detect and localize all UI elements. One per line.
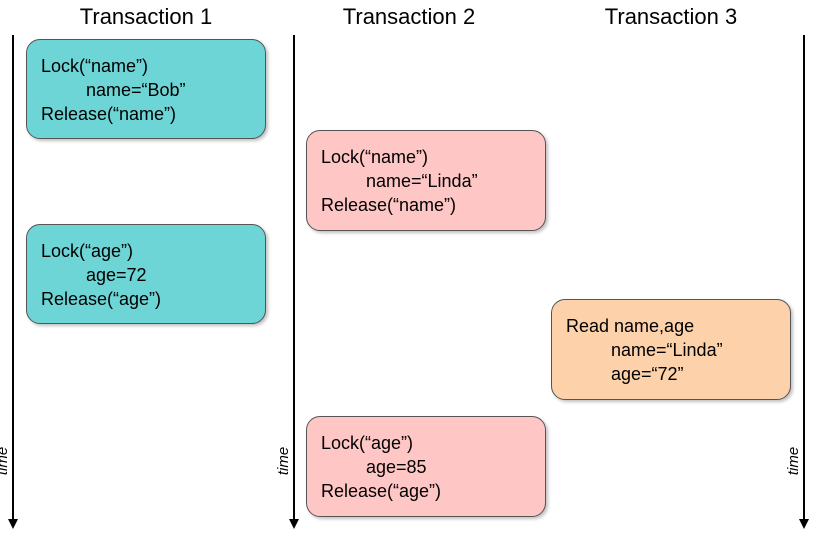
box-line: Release(“name”) [321, 195, 457, 215]
time-axis-1 [12, 35, 14, 522]
box-line: Release(“age”) [321, 481, 442, 501]
time-axis-3-label: time [785, 446, 802, 476]
box-line: Lock(“name”) [41, 56, 149, 76]
transaction-3-read-box: Read name,age name=“Linda” age=“72” [551, 299, 791, 400]
time-axis-3-arrow-icon [799, 519, 809, 529]
transaction-2-age-write-box: Lock(“age”) age=85 Release(“age”) [306, 416, 546, 517]
box-line: name=“Linda” [366, 171, 478, 191]
box-line: Lock(“age”) [41, 241, 134, 261]
transaction-2-name-write-box: Lock(“name”) name=“Linda” Release(“name”… [306, 130, 546, 231]
box-line: Lock(“name”) [321, 147, 429, 167]
box-line: name=“Bob” [86, 80, 186, 100]
transaction-3-title: Transaction 3 [604, 4, 738, 29]
transaction-1-title: Transaction 1 [79, 4, 213, 29]
box-line: name=“Linda” [611, 340, 723, 360]
box-line: Release(“name”) [41, 104, 177, 124]
box-line: Lock(“age”) [321, 433, 414, 453]
time-axis-2-arrow-icon [289, 519, 299, 529]
transaction-1-age-write-box: Lock(“age”) age=72 Release(“age”) [26, 224, 266, 324]
time-axis-1-arrow-icon [8, 519, 18, 529]
time-axis-3 [803, 35, 805, 522]
transaction-1-name-write-box: Lock(“name”) name=“Bob” Release(“name”) [26, 39, 266, 139]
time-axis-2 [293, 35, 295, 522]
box-line: Release(“age”) [41, 289, 162, 309]
time-axis-1-label: time [0, 446, 11, 476]
box-line: age=“72” [611, 364, 684, 384]
box-line: age=72 [86, 265, 147, 285]
transaction-2-title: Transaction 2 [342, 4, 476, 29]
box-line: age=85 [366, 457, 427, 477]
box-line: Read name,age [566, 316, 695, 336]
time-axis-2-label: time [275, 446, 292, 476]
